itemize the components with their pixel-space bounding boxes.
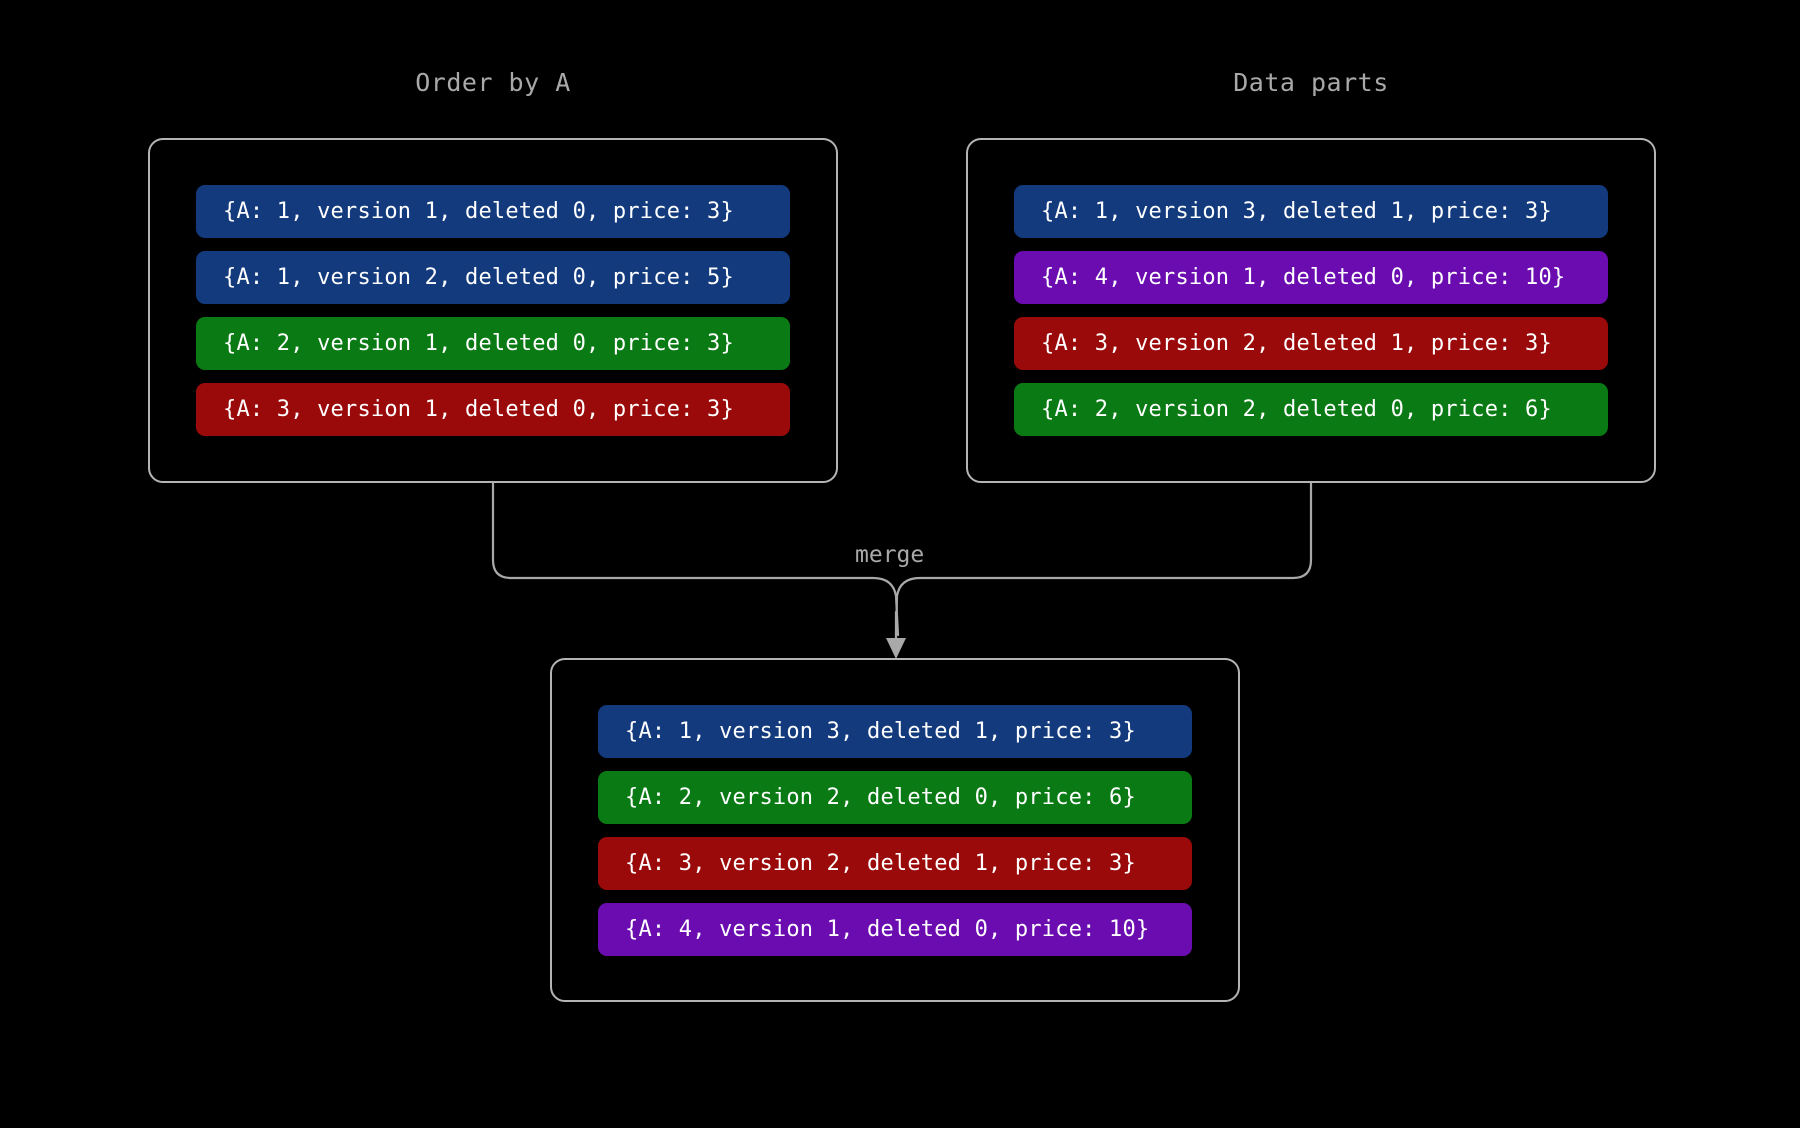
data-row[interactable]: {A: 1, version 2, deleted 0, price: 5}: [196, 251, 790, 304]
data-row[interactable]: {A: 3, version 2, deleted 1, price: 3}: [598, 836, 1192, 890]
data-row[interactable]: {A: 2, version 1, deleted 0, price: 3}: [196, 317, 790, 370]
group-order-by-a: Order by A {A: 1, version 1, deleted 0, …: [148, 68, 838, 483]
group-title-order-by-a: Order by A: [415, 68, 571, 97]
data-row[interactable]: {A: 4, version 1, deleted 0, price: 10}: [1014, 251, 1608, 304]
group-title-data-parts: Data parts: [1233, 68, 1389, 97]
data-row[interactable]: {A: 1, version 3, deleted 1, price: 3}: [598, 704, 1192, 758]
edge-label-merge: merge: [855, 542, 925, 568]
data-row[interactable]: {A: 3, version 2, deleted 1, price: 3}: [1014, 317, 1608, 370]
data-row[interactable]: {A: 1, version 3, deleted 1, price: 3}: [1014, 185, 1608, 238]
group-merged-result: {A: 1, version 3, deleted 1, price: 3} {…: [550, 658, 1240, 1002]
panel-data-parts: {A: 1, version 3, deleted 1, price: 3} {…: [966, 138, 1656, 483]
data-row[interactable]: {A: 4, version 1, deleted 0, price: 10}: [598, 902, 1192, 956]
row-list-order-by-a: {A: 1, version 1, deleted 0, price: 3} {…: [150, 140, 836, 481]
data-row[interactable]: {A: 2, version 2, deleted 0, price: 6}: [598, 770, 1192, 824]
row-list-data-parts: {A: 1, version 3, deleted 1, price: 3} {…: [968, 140, 1654, 481]
row-list-merged: {A: 1, version 3, deleted 1, price: 3} {…: [552, 660, 1238, 1000]
data-row[interactable]: {A: 3, version 1, deleted 0, price: 3}: [196, 383, 790, 436]
panel-merged-result: {A: 1, version 3, deleted 1, price: 3} {…: [550, 658, 1240, 1002]
panel-order-by-a: {A: 1, version 1, deleted 0, price: 3} {…: [148, 138, 838, 483]
data-row[interactable]: {A: 2, version 2, deleted 0, price: 6}: [1014, 383, 1608, 436]
data-row[interactable]: {A: 1, version 1, deleted 0, price: 3}: [196, 185, 790, 238]
group-data-parts: Data parts {A: 1, version 3, deleted 1, …: [966, 68, 1656, 483]
